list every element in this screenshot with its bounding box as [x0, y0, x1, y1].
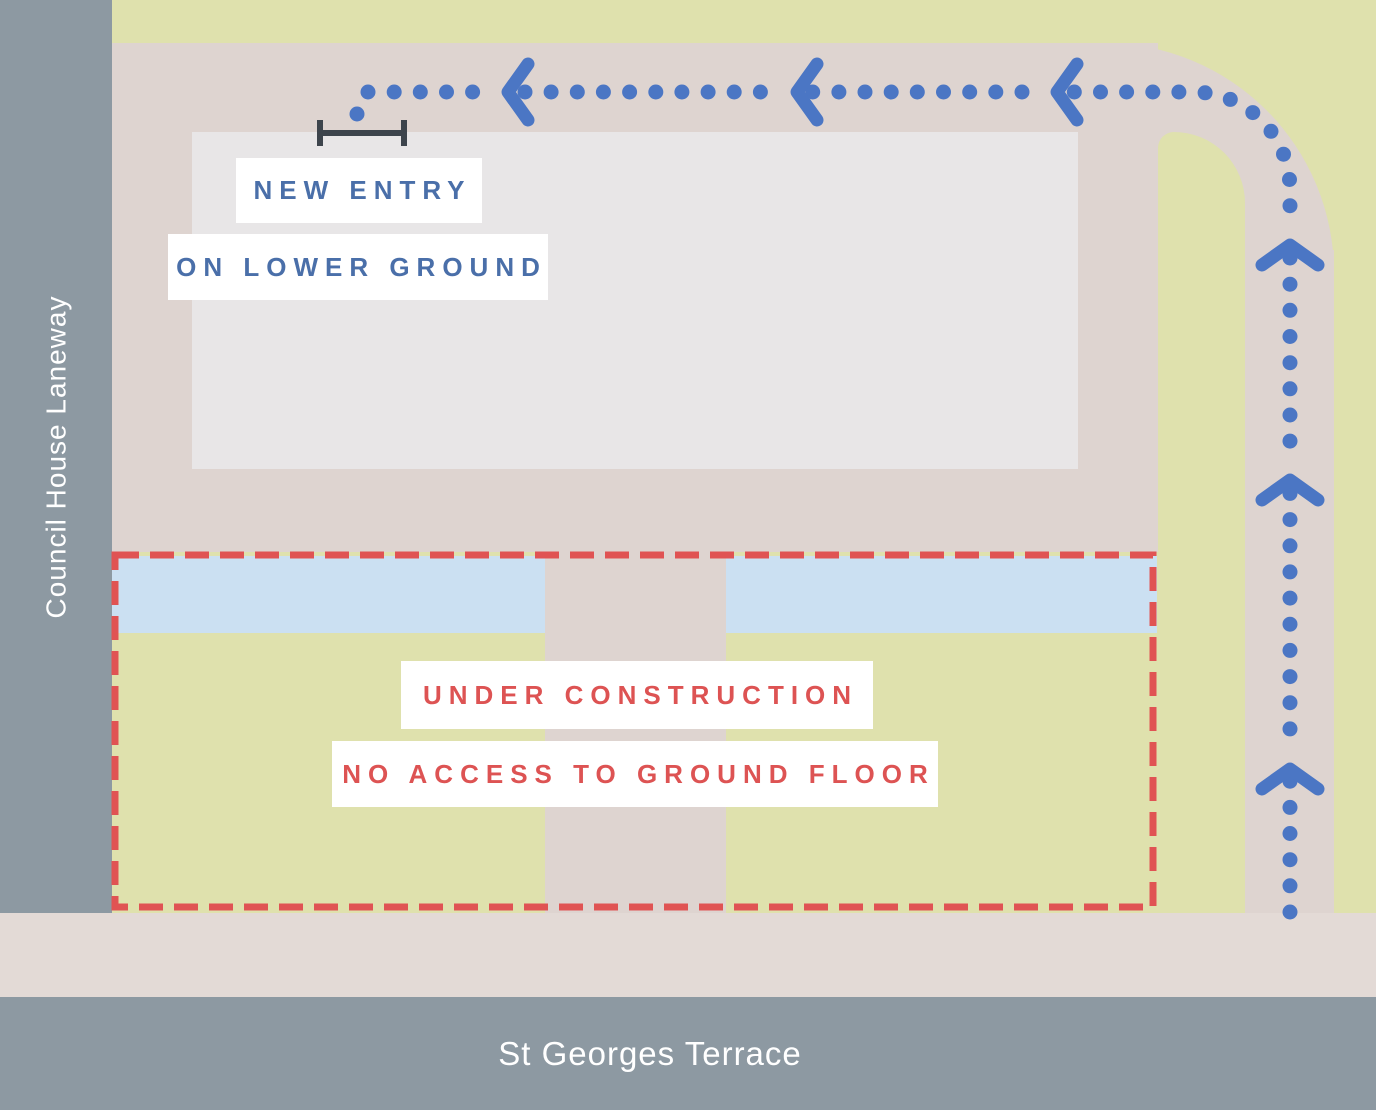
route-dot	[1282, 904, 1298, 920]
chevron-left-icon	[501, 57, 535, 127]
route-dot	[1282, 198, 1298, 214]
route-dot	[1282, 852, 1298, 868]
route-dot	[1282, 538, 1298, 554]
route-dot	[439, 84, 454, 100]
chevron-up-icon	[1255, 238, 1325, 272]
route-dot	[1066, 84, 1082, 100]
route-dot	[1282, 512, 1298, 528]
route-dot	[517, 84, 533, 100]
route-dot	[622, 84, 638, 100]
route-dot	[569, 84, 585, 100]
route-dot	[909, 84, 925, 100]
route-dot	[1282, 276, 1298, 292]
route-dot	[595, 84, 611, 100]
route-dot	[962, 84, 978, 100]
route-dot	[1171, 84, 1187, 100]
route-dot	[1282, 381, 1298, 397]
route-dot	[805, 84, 821, 100]
route-dot	[1276, 146, 1291, 162]
route-dot	[1093, 84, 1108, 100]
construction-zone-outline	[111, 551, 1157, 911]
canopy-left	[112, 556, 545, 633]
route-dot	[1282, 799, 1298, 815]
route-dot	[1014, 84, 1030, 100]
route-dot	[386, 84, 402, 100]
new-entry-label: NEW ENTRY	[236, 158, 482, 223]
route-dot	[1197, 85, 1213, 101]
new-entry-text: NEW ENTRY	[253, 175, 472, 205]
street-label-bottom: St Georges Terrace	[498, 1034, 802, 1072]
route-dot	[1282, 355, 1298, 371]
route-dot	[988, 84, 1004, 100]
route-dot	[883, 84, 899, 100]
under-construction-label: UNDER CONSTRUCTION	[401, 661, 873, 729]
route-dot	[674, 84, 690, 100]
street-st-georges-terrace: St Georges Terrace	[0, 997, 1376, 1110]
route-dot	[1282, 878, 1298, 894]
route-dot	[543, 84, 559, 100]
route-dot	[1245, 105, 1261, 121]
route-dot	[1282, 407, 1298, 423]
route-dot	[1222, 91, 1238, 107]
chevron-up-icon	[1255, 762, 1325, 796]
route-dot	[752, 84, 768, 100]
route-dot	[1282, 302, 1298, 318]
route-dot	[465, 84, 481, 100]
lower-ground-text: ON LOWER GROUND	[176, 251, 547, 282]
route-dot	[936, 84, 951, 100]
route-dot	[1282, 721, 1298, 737]
route-dot	[1119, 84, 1135, 100]
under-construction-text: UNDER CONSTRUCTION	[422, 679, 859, 710]
route-dot	[1263, 123, 1279, 139]
route-dot	[1282, 433, 1298, 449]
route-dot	[349, 106, 365, 122]
central-walkway	[545, 551, 726, 917]
route-dot	[1145, 84, 1161, 100]
route-dot	[1282, 172, 1297, 187]
route-dot	[1282, 329, 1298, 344]
route-dot	[648, 84, 664, 100]
route-dot	[726, 84, 742, 100]
sidewalk	[0, 913, 1376, 997]
garden-strip	[1158, 132, 1245, 917]
canopy-right	[726, 556, 1157, 633]
street-council-house-laneway: Council House Laneway	[0, 0, 112, 913]
route-dot	[412, 84, 428, 100]
no-access-label: NO ACCESS TO GROUND FLOOR	[332, 741, 938, 807]
route-dot	[1282, 669, 1298, 685]
route-dot	[700, 84, 716, 100]
chevron-up-icon	[1255, 473, 1325, 507]
route-dot	[831, 84, 847, 100]
route-dot	[857, 84, 873, 100]
chevron-left-icon	[1050, 57, 1084, 127]
no-access-text: NO ACCESS TO GROUND FLOOR	[342, 758, 935, 789]
route-dot	[360, 84, 376, 100]
lower-ground-label: ON LOWER GROUND	[168, 234, 548, 300]
route-dot	[1282, 826, 1298, 841]
chevron-left-icon	[790, 57, 824, 127]
route-dot	[1282, 695, 1298, 711]
route-dot	[1282, 564, 1298, 580]
route-dot	[1282, 616, 1298, 632]
route-dot	[1282, 642, 1298, 658]
route-dot	[1282, 590, 1298, 606]
